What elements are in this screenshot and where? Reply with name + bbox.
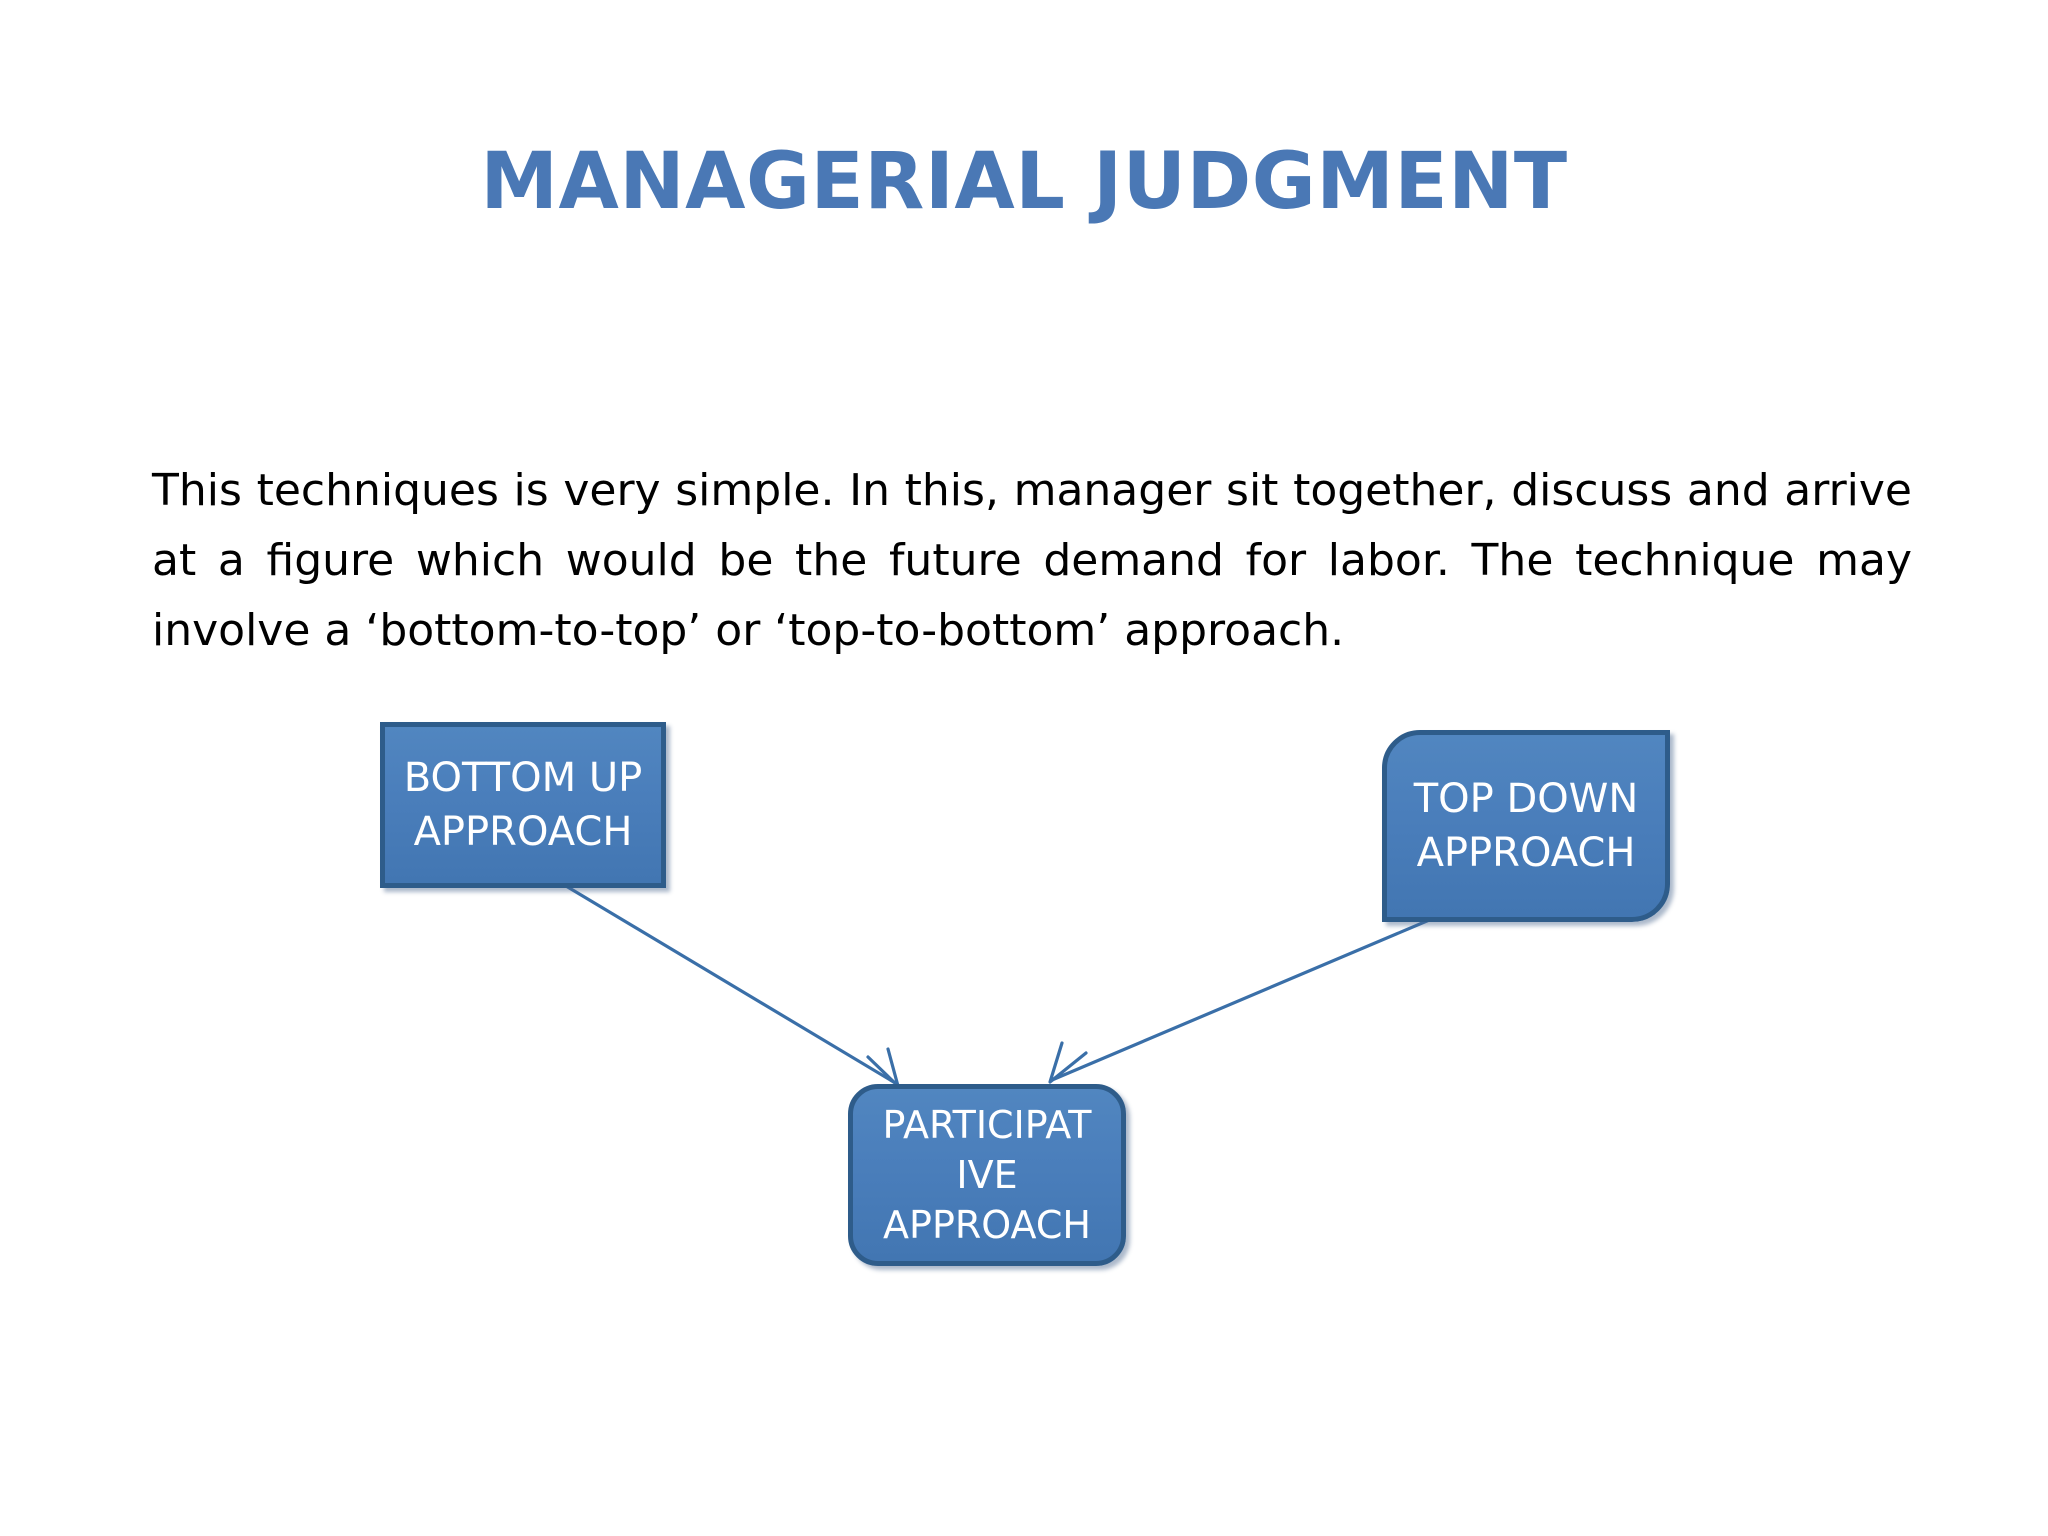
arrowhead-left bbox=[866, 1047, 900, 1088]
arrowhead-right bbox=[1048, 1041, 1088, 1084]
flow-box-bottom-up-line-1: BOTTOM UP bbox=[403, 755, 643, 801]
connector-top-down-to-participative bbox=[1048, 916, 1436, 1084]
flow-box-participative-line-1: PARTICIPAT bbox=[882, 1103, 1092, 1147]
flow-box-top-down-line-1: TOP DOWN bbox=[1413, 776, 1639, 822]
flow-box-bottom-up-line-2: APPROACH bbox=[413, 809, 633, 855]
page-title: MANAGERIAL JUDGMENT bbox=[480, 137, 1568, 227]
connector-bottom-up-to-participative bbox=[564, 884, 900, 1088]
flow-box-bottom-up-approach[interactable]: BOTTOM UP APPROACH bbox=[380, 722, 666, 888]
body-paragraph: This techniques is very simple. In this,… bbox=[152, 465, 1912, 656]
flow-box-participative-approach[interactable]: PARTICIPAT IVE APPROACH bbox=[848, 1084, 1126, 1266]
flow-box-participative-line-2: IVE bbox=[956, 1153, 1018, 1197]
flow-box-top-down-approach[interactable]: TOP DOWN APPROACH bbox=[1382, 730, 1670, 922]
flow-box-top-down-line-2: APPROACH bbox=[1416, 830, 1636, 876]
flow-box-participative-line-3: APPROACH bbox=[883, 1203, 1091, 1247]
